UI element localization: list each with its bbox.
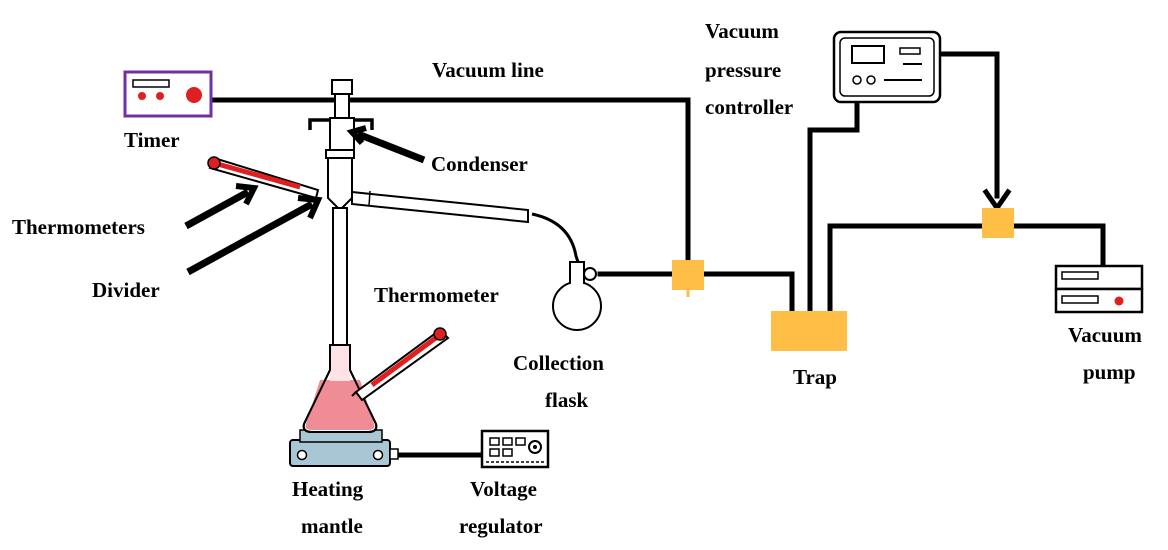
divider-arrow <box>186 200 314 276</box>
heating-mantle-label-line2: mantle <box>301 514 363 538</box>
timer-device <box>123 70 213 118</box>
thermometer-upper <box>207 156 320 200</box>
trap-box <box>771 311 847 351</box>
vacuum-pressure-controller-device <box>832 30 942 104</box>
trap-label: Trap <box>793 365 837 389</box>
vacuum-pump-device <box>1054 264 1144 314</box>
heating-assembly <box>289 344 399 467</box>
voltage-regulator-device <box>480 429 550 469</box>
vacuum-line-pipe <box>209 97 691 268</box>
condenser-arrow <box>356 130 426 164</box>
thermometers-arrow <box>184 188 250 230</box>
vacuum-pump-label-line2: pump <box>1083 360 1136 384</box>
controller-to-trap-pipe <box>807 99 860 315</box>
connection-lines <box>209 51 1106 458</box>
labels: Timer Vacuum line Condenser Thermometers… <box>12 19 1142 538</box>
vacuum-pressure-controller-label-line3: controller <box>705 95 793 119</box>
collection-flask-label-line1: Collection <box>513 351 604 375</box>
heating-mantle-label-line1: Heating <box>292 477 364 501</box>
thermometer-label: Thermometer <box>374 283 499 307</box>
timer-label: Timer <box>124 128 180 152</box>
thermometers-label: Thermometers <box>12 215 145 239</box>
distillation-column <box>308 79 529 355</box>
controller-to-valve-pipe <box>927 51 1000 199</box>
vacuum-pump-label-line1: Vacuum <box>1068 323 1142 347</box>
pointer-arrows <box>184 125 426 276</box>
thermometer-lower <box>351 327 450 402</box>
vacuum-pressure-controller-label-line2: pressure <box>705 58 781 82</box>
trap-to-pump-pipe <box>827 223 1106 315</box>
valve-left <box>672 260 704 290</box>
flask-to-trap-pipe <box>597 271 795 315</box>
voltage-regulator-label-line2: regulator <box>459 514 543 538</box>
collection-flask-device <box>552 261 602 331</box>
valve-right <box>982 208 1014 238</box>
voltage-regulator-label-line1: Voltage <box>470 477 537 501</box>
vacuum-line-label: Vacuum line <box>432 58 544 82</box>
collection-flask-label-line2: flask <box>545 388 589 412</box>
divider-label: Divider <box>92 278 160 302</box>
vacuum-pressure-controller-label-line1: Vacuum <box>705 19 779 43</box>
condenser-label: Condenser <box>431 152 528 176</box>
flask-connector-tube <box>531 212 580 263</box>
